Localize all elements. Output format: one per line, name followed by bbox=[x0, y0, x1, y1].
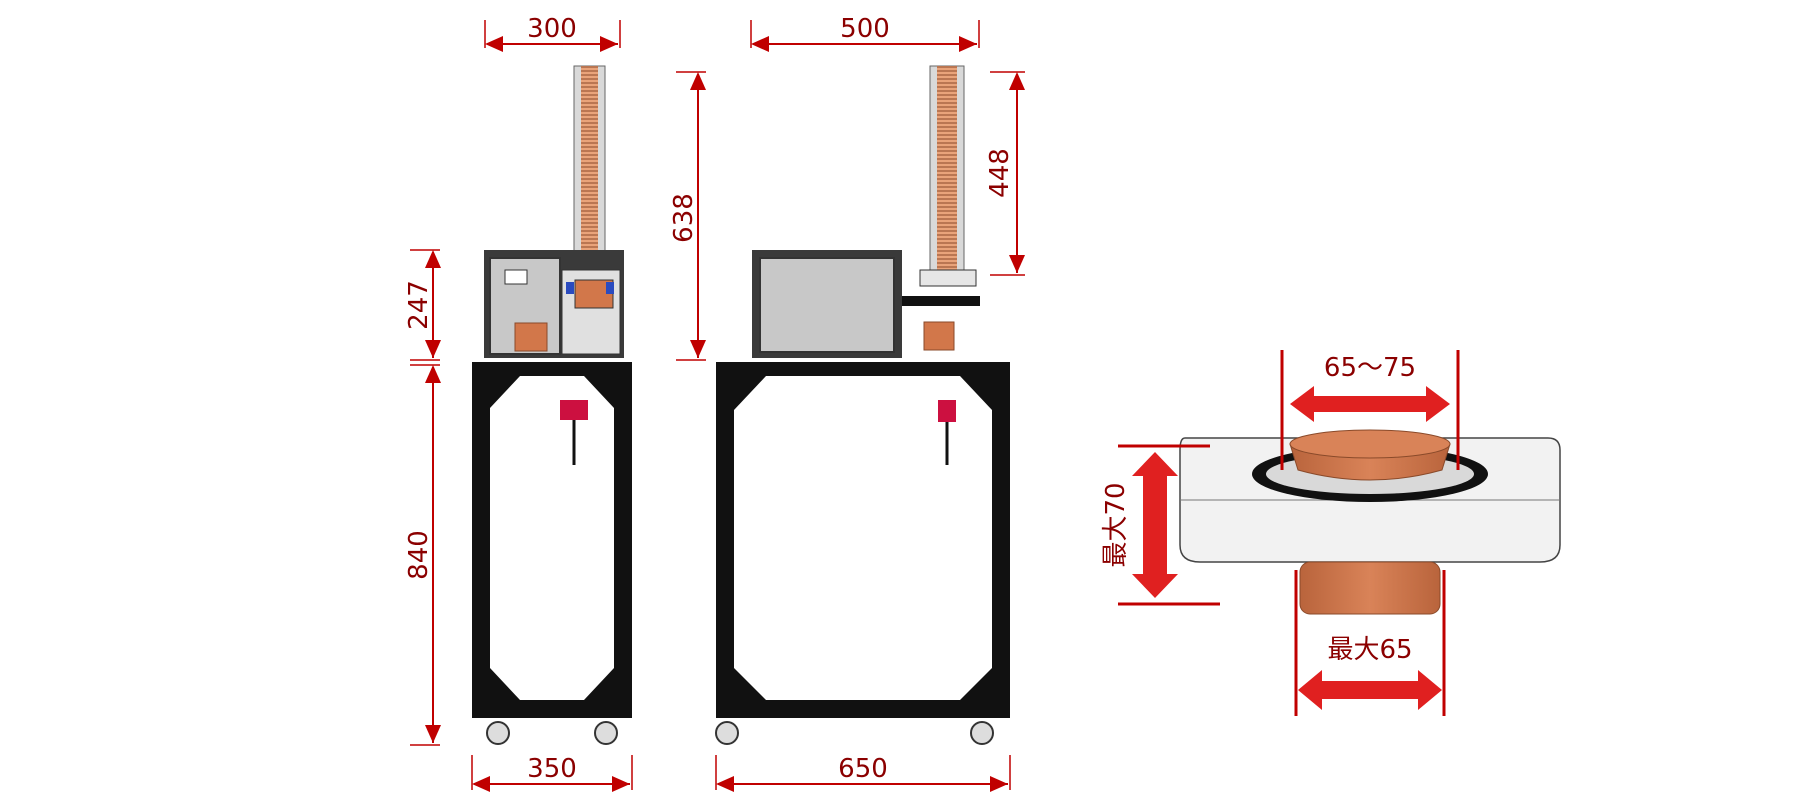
side-top-width-dimension: 500 bbox=[750, 14, 980, 52]
front-stand bbox=[472, 362, 632, 745]
front-machine-height-label: 247 bbox=[404, 280, 434, 330]
detail-view: 65～75 最大70 最大65 bbox=[1101, 350, 1561, 716]
side-column-height-dimension: 448 bbox=[985, 71, 1025, 276]
front-stand-height-dimension: 840 bbox=[404, 364, 441, 746]
control-panel-icon bbox=[504, 269, 528, 285]
pot-icon bbox=[514, 322, 548, 352]
pot-height-dimension: 最大70 bbox=[1101, 444, 1220, 606]
double-arrow-icon bbox=[1290, 386, 1450, 422]
pot-icon bbox=[923, 321, 955, 351]
vertical-double-arrow-icon bbox=[1132, 452, 1178, 598]
side-bottom-width-label: 650 bbox=[838, 754, 888, 784]
side-total-height-label: 638 bbox=[669, 193, 699, 243]
caster-wheel-icon bbox=[970, 721, 994, 745]
caster-wheel-icon bbox=[594, 721, 618, 745]
pot-bottom-dimension: 最大65 bbox=[1294, 570, 1446, 716]
side-total-height-dimension: 638 bbox=[669, 71, 706, 361]
side-top-width-label: 500 bbox=[840, 14, 890, 44]
pot-top-range-label: 65～75 bbox=[1324, 353, 1416, 383]
front-bottom-width-label: 350 bbox=[527, 754, 577, 784]
side-column bbox=[919, 65, 977, 287]
side-column-height-label: 448 bbox=[985, 148, 1015, 198]
front-stand-height-label: 840 bbox=[404, 530, 434, 580]
pot-top-icon bbox=[1289, 429, 1451, 481]
side-view: 500 638 448 bbox=[669, 14, 1025, 792]
side-machine-box bbox=[752, 250, 980, 358]
double-arrow-icon bbox=[1298, 670, 1442, 710]
front-top-width-dimension: 300 bbox=[484, 14, 621, 52]
side-bottom-width-dimension: 650 bbox=[715, 754, 1011, 792]
caster-wheel-icon bbox=[715, 721, 739, 745]
front-machine-height-dimension: 247 bbox=[404, 249, 441, 361]
pot-height-max-label: 最大70 bbox=[1101, 482, 1131, 567]
pot-top-range-dimension: 65～75 bbox=[1280, 350, 1460, 470]
front-machine-box bbox=[484, 250, 624, 358]
pot-bottom-icon bbox=[1299, 561, 1441, 615]
front-view: 300 bbox=[404, 14, 633, 792]
front-top-width-label: 300 bbox=[527, 14, 577, 44]
front-bottom-width-dimension: 350 bbox=[471, 754, 633, 792]
pot-bottom-max-label: 最大65 bbox=[1327, 635, 1412, 665]
side-stand bbox=[715, 362, 1010, 745]
caster-wheel-icon bbox=[486, 721, 510, 745]
front-column bbox=[573, 65, 606, 277]
